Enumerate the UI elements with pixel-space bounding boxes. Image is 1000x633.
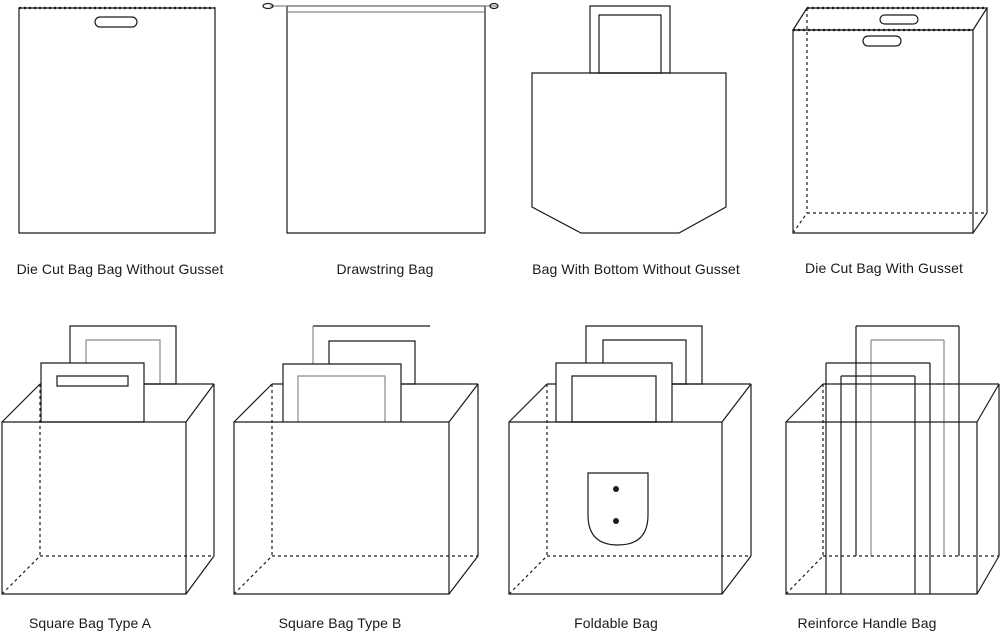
front-handle-outer [283, 364, 401, 422]
square-bag-type-a-drawing [2, 326, 214, 594]
top-left-diagonal [786, 384, 823, 422]
bag-body [19, 8, 215, 233]
front-handle-outer [556, 363, 672, 422]
bottom-right-diagonal [449, 556, 478, 594]
handle-inner [599, 15, 661, 73]
hidden-corner [793, 213, 807, 233]
back-handle-hole [880, 15, 918, 24]
bag-bottom-right [973, 213, 987, 233]
front-face [2, 422, 186, 594]
bag-with-bottom-drawing [532, 6, 726, 233]
label-die-cut-bag-without-gusset: Die Cut Bag Bag Without Gusset [16, 261, 224, 277]
foldable-bag-drawing [509, 326, 751, 594]
hidden-bottom-left-diagonal [234, 556, 272, 594]
front-face [509, 422, 722, 594]
bottom-right-diagonal [977, 556, 999, 594]
snap-button-bottom [613, 518, 619, 524]
bottom-right-diagonal [186, 556, 214, 594]
label-square-bag-type-b: Square Bag Type B [278, 615, 402, 631]
top-left-diagonal [234, 384, 272, 422]
bag-front [793, 30, 973, 233]
label-foldable-bag: Foldable Bag [574, 615, 658, 631]
hidden-bottom-left-diagonal [786, 556, 823, 594]
bag-body [287, 6, 485, 233]
top-left-diagonal [509, 384, 547, 422]
label-drawstring-bag: Drawstring Bag [336, 261, 434, 277]
front-handle-inner [298, 376, 385, 422]
hidden-bottom-left-diagonal [2, 556, 40, 594]
reinforce-handle-bag-drawing [786, 326, 999, 594]
label-bag-with-bottom-without-gusset: Bag With Bottom Without Gusset [532, 261, 740, 277]
bag-body [532, 73, 726, 233]
handle-outer [590, 6, 670, 73]
hidden-bottom-left-diagonal [509, 556, 547, 594]
top-left-diagonal [2, 384, 40, 422]
square-bag-type-b-drawing [234, 326, 478, 594]
drawstring-end-left [263, 4, 273, 9]
front-handle-outer [41, 363, 144, 422]
die-cut-bag-with-gusset-drawing [793, 8, 987, 233]
bottom-right-diagonal [722, 556, 751, 594]
label-reinforce-handle-bag: Reinforce Handle Bag [797, 615, 937, 631]
front-handle-inner [57, 376, 128, 386]
label-square-bag-type-a: Square Bag Type A [28, 615, 152, 631]
front-face [786, 422, 977, 594]
drawstring-bag-drawing [263, 4, 498, 234]
die-cut-bag-without-gusset-drawing [19, 8, 215, 233]
bag-top [793, 8, 987, 30]
top-right-diagonal [977, 384, 999, 422]
die-cut-handle-hole [95, 17, 137, 27]
label-die-cut-bag-with-gusset: Die Cut Bag With Gusset [805, 260, 963, 276]
snap-button-top [613, 486, 619, 492]
fold-pocket [588, 473, 648, 545]
front-face [234, 422, 449, 594]
top-right-diagonal [722, 384, 751, 422]
front-handle-hole [863, 36, 901, 46]
top-right-diagonal [186, 384, 214, 422]
top-right-diagonal [449, 384, 478, 422]
drawstring-end-right [490, 4, 498, 9]
